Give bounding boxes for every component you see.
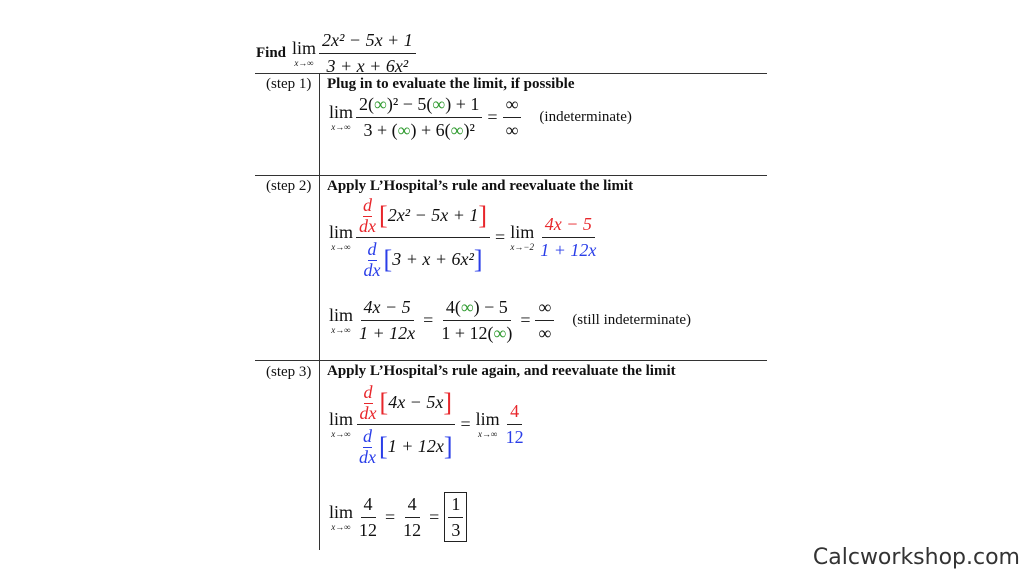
step-1-label: (step 1) [266, 76, 312, 92]
denominator: 3 + x + 6x² [326, 55, 409, 76]
step-2-label: (step 2) [266, 178, 312, 194]
find-label: Find [256, 44, 287, 61]
column-divider [319, 73, 320, 550]
equals-sign: = [429, 506, 440, 527]
equals-sign: = [460, 414, 471, 434]
watermark: Calcworkshop.com [812, 545, 1020, 570]
indeterminate-note: (still indeterminate) [572, 311, 692, 328]
divider [255, 360, 767, 361]
divider [255, 175, 767, 176]
substituted-fraction: 4(∞) − 5 1 + 12(∞) [441, 297, 513, 343]
step-3-label: (step 3) [266, 364, 312, 380]
denominator: 3 + (∞) + 6(∞)² [363, 119, 475, 140]
problem-fraction: 2x² − 5x + 1 3 + x + 6x² [319, 30, 416, 76]
result-fraction: ∞∞ [502, 94, 522, 140]
equals-sign: = [423, 309, 434, 330]
step-1-title: Plug in to evaluate the limit, if possib… [327, 76, 575, 92]
numerator: 2(∞)² − 5(∞) + 1 [356, 94, 483, 118]
equals-sign: = [487, 106, 498, 127]
equals-sign: = [495, 227, 506, 247]
indeterminate-note: (indeterminate) [539, 108, 632, 125]
divider [255, 73, 767, 74]
equals-sign: = [385, 506, 396, 527]
equals-sign: = [520, 309, 531, 330]
numerator: 2x² − 5x + 1 [319, 30, 416, 54]
result-fraction: ∞∞ [535, 297, 555, 343]
step-3-title: Apply L’Hospital’s rule again, and reeva… [327, 363, 676, 379]
step-2-title: Apply L’Hospital’s rule and reevaluate t… [327, 178, 634, 194]
fraction: 2(∞)² − 5(∞) + 1 3 + (∞) + 6(∞)² [356, 94, 483, 140]
